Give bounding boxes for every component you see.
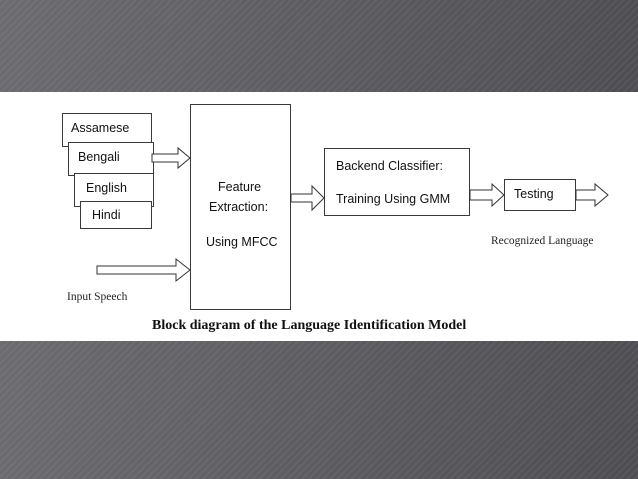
language-label-bengali: Bengali (78, 150, 120, 164)
arrow-feature-to-classifier (290, 184, 325, 212)
diagram-arrows (96, 146, 609, 283)
language-label-hindi: Hindi (92, 208, 121, 222)
language-label-assamese: Assamese (71, 121, 130, 135)
classifier-line1: Backend Classifier: (336, 159, 443, 173)
arrow-classifier-to-testing (469, 182, 505, 208)
classifier-line2: Training Using GMM (336, 192, 451, 206)
slide-background-bottom (0, 341, 638, 479)
feature-extraction-line2: Extraction: (209, 200, 269, 214)
backend-classifier-box: Backend Classifier: Training Using GMM (324, 148, 470, 216)
arrow-testing-output (575, 182, 609, 208)
diagram-panel: Assamese Bengali English Hindi Feature E… (0, 92, 638, 341)
testing-label: Testing (514, 187, 554, 201)
recognized-language-label: Recognized Language (491, 235, 594, 247)
arrow-languages-to-feature (151, 146, 191, 170)
diagram-caption: Block diagram of the Language Identifica… (152, 318, 467, 333)
feature-extraction-line3: Using MFCC (206, 235, 278, 249)
testing-box: Testing (504, 179, 576, 211)
feature-extraction-box: Feature Extraction: Using MFCC (190, 104, 291, 310)
language-label-english: English (86, 181, 127, 195)
arrow-input-to-feature (96, 257, 191, 283)
language-box-hindi: Hindi (80, 201, 152, 229)
feature-extraction-line1: Feature (218, 180, 262, 194)
input-speech-label: Input Speech (67, 291, 128, 303)
language-box-assamese: Assamese (62, 113, 152, 147)
slide-background-top (0, 0, 638, 92)
